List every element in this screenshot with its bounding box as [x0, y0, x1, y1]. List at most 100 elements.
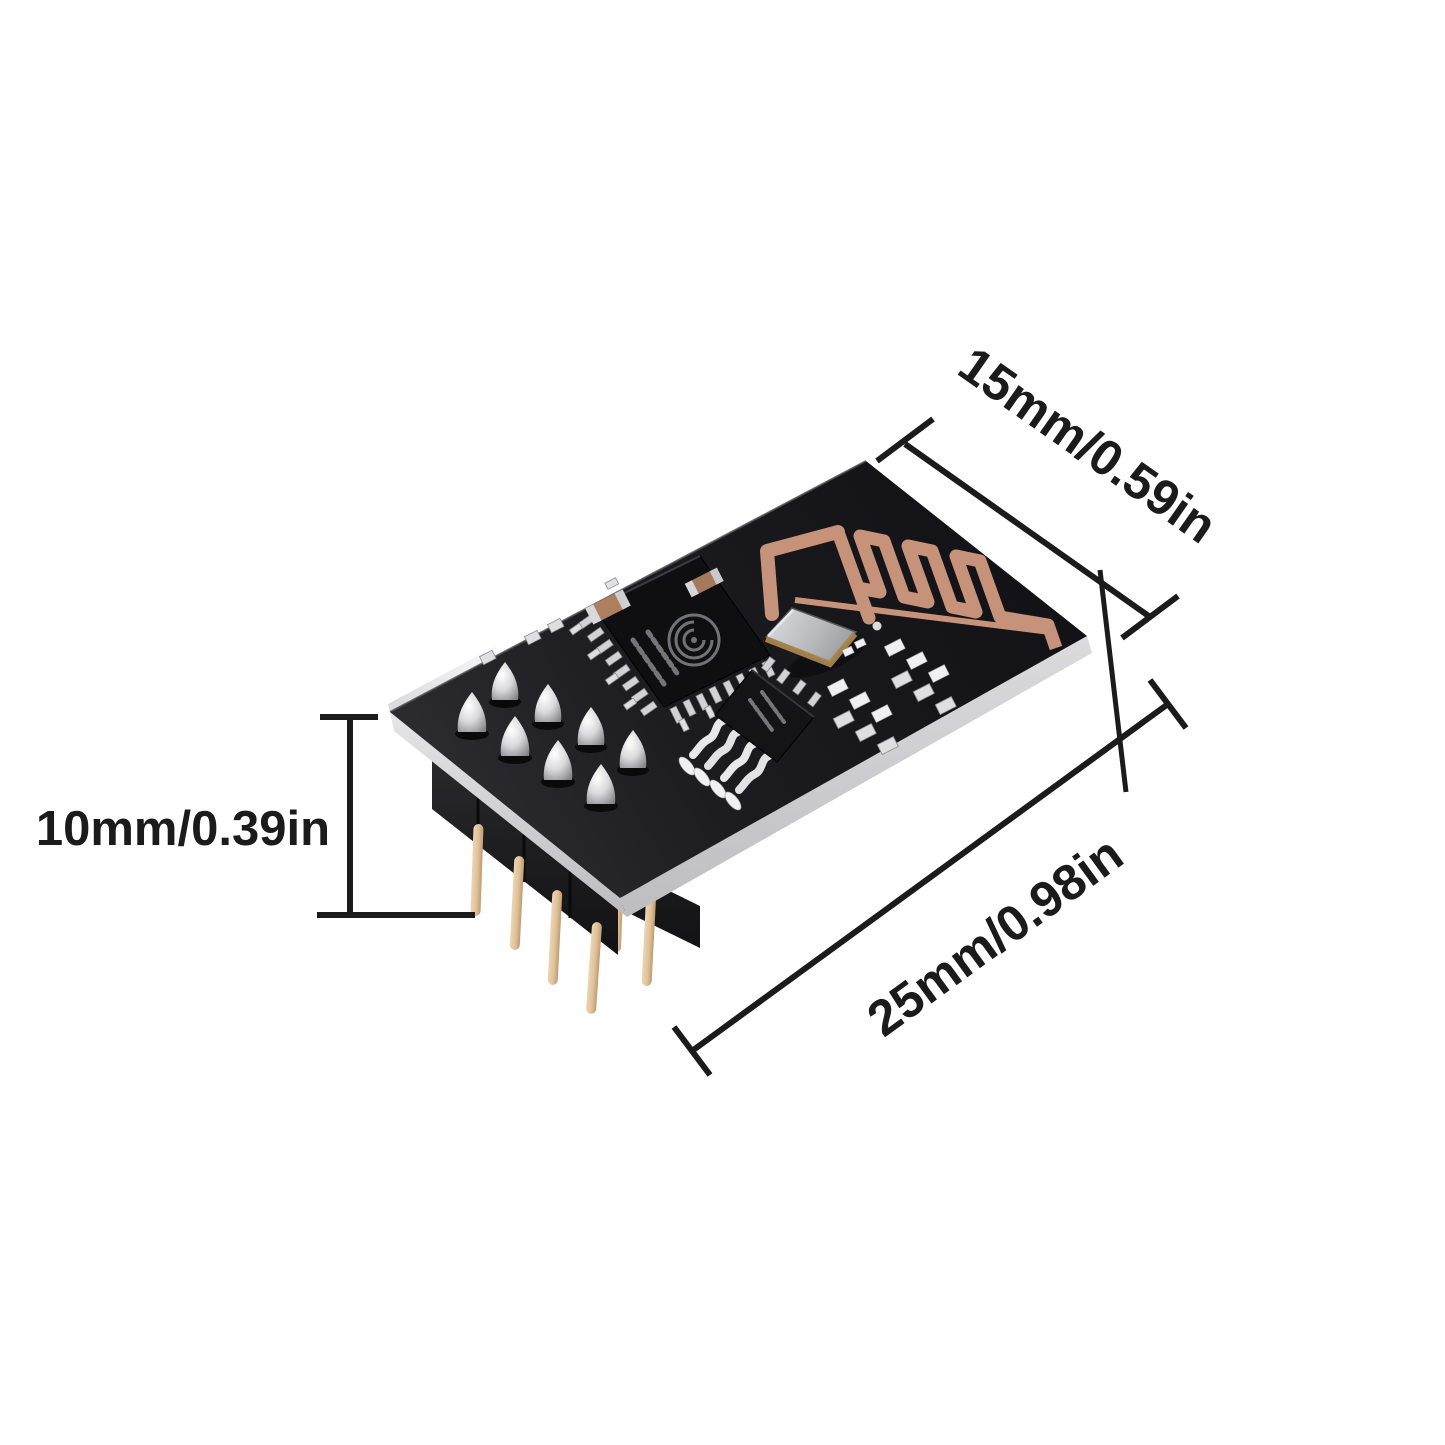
- solder-cone: [455, 692, 489, 740]
- chip-marking: [630, 637, 667, 687]
- pcb-edge-highlight: [389, 460, 867, 713]
- capacitor-end-cap: [614, 589, 631, 610]
- solder-pad: [724, 791, 742, 811]
- flash-chip: [678, 656, 822, 811]
- espressif-logo-icon: [667, 613, 721, 667]
- smd-pad: [927, 664, 950, 683]
- flash-leg: [720, 740, 758, 782]
- smd-capacitor: [684, 567, 724, 598]
- antenna-trace: [760, 525, 1063, 651]
- width-dimension-label: 15mm/0.59in: [949, 336, 1227, 554]
- dimension-line: [690, 701, 1170, 1054]
- solder-cone: [532, 684, 564, 730]
- smd-pad: [870, 704, 893, 723]
- chip-edge-highlight: [751, 669, 815, 718]
- solder-cone: [584, 764, 618, 812]
- solder-pad: [704, 704, 716, 720]
- antenna-feed-stub: [831, 525, 876, 625]
- solder-pad: [678, 717, 690, 733]
- dimension-tick: [1147, 678, 1189, 730]
- length-dimension-label: 25mm/0.98in: [857, 825, 1133, 1047]
- flash-legs-left: [678, 717, 773, 811]
- smd-components: [478, 567, 957, 756]
- esp8266-leads-left: [568, 613, 658, 717]
- smd-pad: [890, 670, 913, 690]
- solder-pad: [693, 767, 711, 787]
- dimension-height: 10mm/0.39in: [36, 714, 475, 918]
- solder-pad: [622, 697, 638, 711]
- solder-cone: [541, 740, 575, 788]
- chip-marking: [645, 629, 682, 679]
- pcb-side-corner-sliver: [388, 646, 502, 712]
- chip-lead: [775, 668, 791, 685]
- header-pin: [509, 856, 525, 950]
- chip-lead: [708, 685, 723, 704]
- chip-lead: [604, 650, 623, 667]
- solder-pad: [853, 637, 867, 650]
- solder-joints: [455, 662, 649, 812]
- smd-pad: [826, 678, 849, 697]
- header-pins-front: [470, 824, 602, 1014]
- solder-pad: [586, 647, 602, 661]
- chip-lead: [639, 700, 658, 717]
- smd-pad: [848, 691, 871, 710]
- crystal-gold-rim: [764, 632, 858, 668]
- flash-legs-right: [760, 656, 822, 708]
- chip-lead: [760, 656, 776, 673]
- flash-leg: [704, 728, 742, 770]
- chip-lead: [791, 679, 807, 696]
- dimension-tick: [671, 1025, 713, 1077]
- dimension-tick: [1120, 593, 1180, 641]
- header-pin: [586, 922, 602, 1014]
- antenna-meander: [853, 529, 1063, 651]
- chip-marking: [748, 698, 774, 732]
- capacitor-end-cap: [684, 580, 699, 598]
- smd-pad-cluster: [883, 638, 957, 716]
- pcb-side-left: [390, 712, 627, 917]
- crystal-oscillator: [764, 607, 867, 678]
- dimension-line: [903, 441, 1152, 620]
- solder-pad: [678, 756, 696, 776]
- smd-capacitor: [585, 589, 631, 625]
- flash-leg: [689, 717, 727, 759]
- smd-pad: [876, 736, 899, 756]
- solder-cone: [617, 730, 649, 776]
- antenna-via-hole: [872, 621, 882, 631]
- header-pin: [641, 888, 657, 986]
- header-pin: [470, 824, 484, 916]
- dimension-extension-line: [1097, 569, 1129, 793]
- chip-lead: [621, 675, 640, 692]
- dimension-tick: [875, 416, 935, 464]
- esp8266-chip: [568, 555, 776, 733]
- capacitor-end-cap: [585, 604, 602, 625]
- solder-pad: [604, 672, 620, 686]
- smd-pad: [604, 577, 620, 590]
- solder-cone: [489, 662, 521, 708]
- smd-pad: [905, 651, 928, 670]
- solder-pad: [841, 645, 855, 658]
- antenna-under-trace: [794, 597, 1051, 635]
- smd-pad: [546, 617, 565, 634]
- chip-marking: [760, 690, 786, 724]
- smd-pad: [934, 696, 957, 716]
- antenna-riser: [760, 525, 845, 621]
- esp01-module: [388, 460, 1092, 1014]
- smd-resistor-row: [826, 678, 899, 756]
- header-pin: [547, 890, 563, 985]
- crystal-top-bevel: [767, 609, 794, 637]
- chip-lead: [586, 626, 605, 643]
- height-dimension-label: 10mm/0.39in: [36, 802, 330, 856]
- chip-lead: [682, 698, 697, 717]
- solder-pad: [568, 622, 584, 636]
- smd-pad: [478, 649, 497, 666]
- smd-pad: [912, 683, 935, 703]
- solder-cone: [498, 716, 532, 764]
- smd-pad: [523, 629, 542, 646]
- solder-cone: [575, 707, 607, 753]
- pcb-side-right: [620, 636, 1092, 917]
- chip-lead: [806, 691, 822, 708]
- smd-pad: [883, 638, 906, 657]
- smd-pad: [832, 710, 855, 730]
